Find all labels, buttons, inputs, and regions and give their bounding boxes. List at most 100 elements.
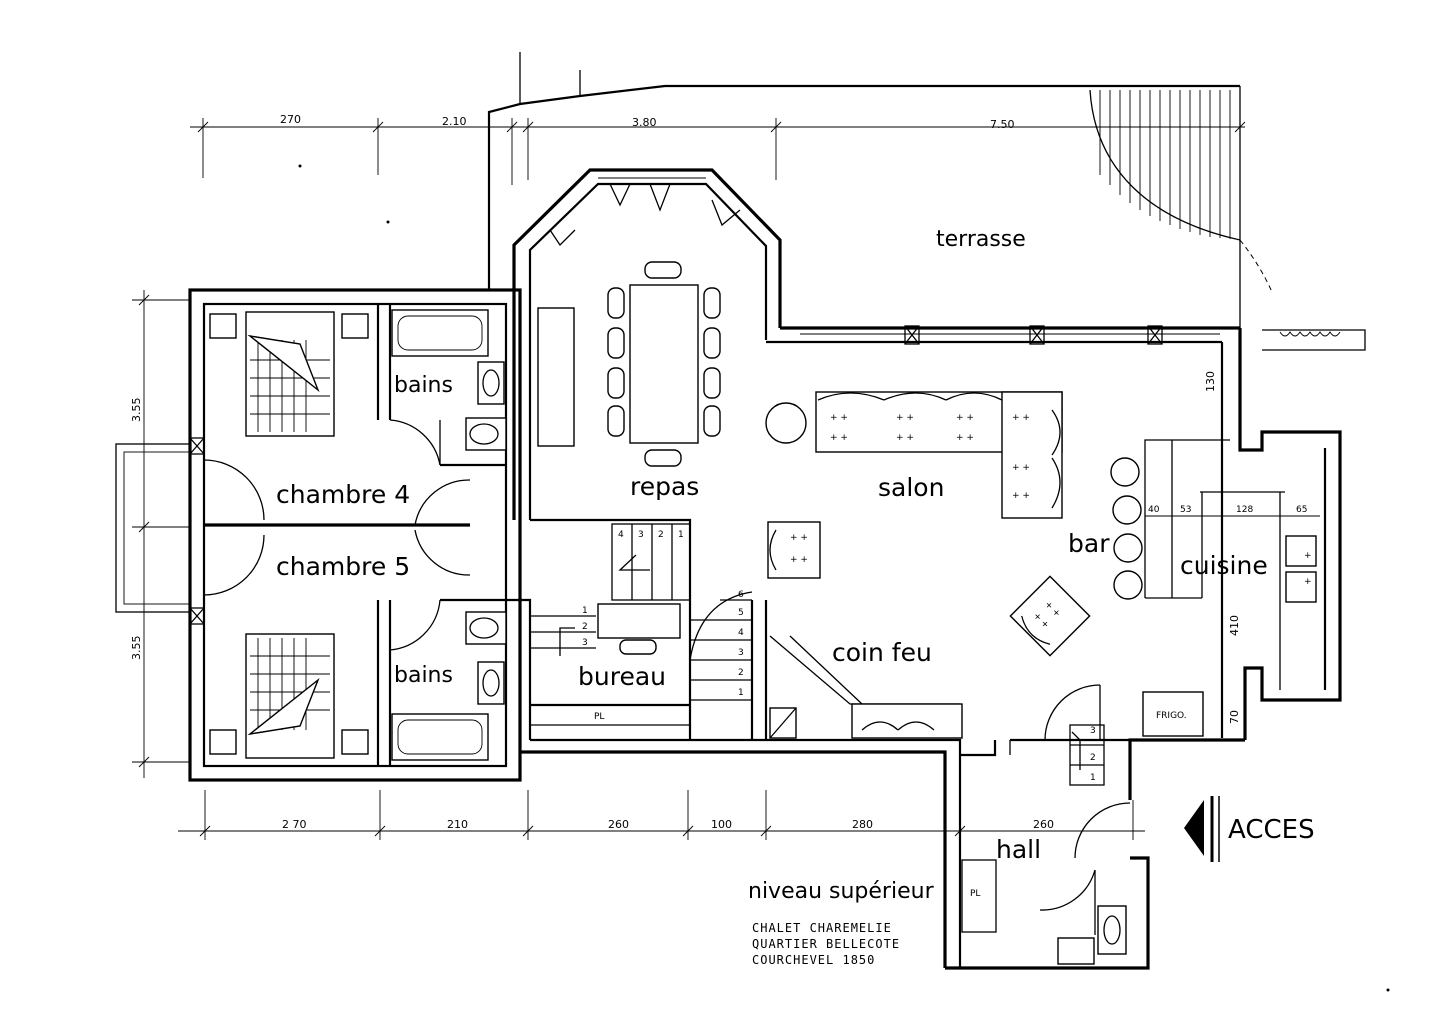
dim-bottom-1: 2 70 [282, 818, 307, 831]
step-main-2: 2 [738, 668, 744, 678]
speck [1386, 988, 1390, 992]
caption-line-2: QUARTIER BELLECOTE [752, 937, 900, 951]
svg-text:+ +: + + [896, 433, 914, 443]
dim-top-2: 2.10 [442, 115, 467, 128]
dim-kitchen-3: 128 [1236, 505, 1253, 515]
step-upper-2: 2 [658, 530, 664, 540]
speck [386, 220, 390, 224]
left-balcony [115, 437, 265, 625]
room-label-bains-top: bains [394, 373, 453, 398]
step-main-1: 1 [738, 688, 744, 698]
step-main-6: 6 [738, 590, 744, 600]
upper-stairs [611, 523, 691, 601]
dim-right-2: 410 [1228, 615, 1241, 636]
step-hall-3: 3 [1090, 726, 1096, 736]
svg-text:+ +: + + [790, 555, 808, 565]
svg-text:+ +: + + [896, 413, 914, 423]
svg-text:+ +: + + [790, 533, 808, 543]
bathroom-top-fixtures [391, 309, 507, 451]
svg-text:+ +: + + [1012, 463, 1030, 473]
frigo-label: FRIGO. [1156, 711, 1187, 721]
step-main-4: 4 [738, 628, 744, 638]
dim-top-3: 3.80 [632, 116, 657, 129]
hall-stairs [1069, 724, 1105, 786]
fireplace [769, 635, 963, 739]
dim-top-4: 7.50 [990, 118, 1015, 131]
speck [298, 164, 302, 168]
pl-label-bureau: PL [594, 712, 604, 722]
access-label: ACCES [1228, 815, 1315, 845]
step-main-5: 5 [738, 608, 744, 618]
step-bureau-2: 2 [582, 622, 588, 632]
armchair-angled: + + + + [1009, 575, 1091, 657]
access-arrow-icon [1184, 796, 1220, 862]
room-label-bains-bottom: bains [394, 663, 453, 688]
bay-windows [549, 177, 741, 247]
dim-right-3: 70 [1228, 710, 1241, 724]
armchair: + + + + [767, 521, 821, 579]
room-label-bureau: bureau [578, 662, 666, 691]
svg-text:+ +: + + [830, 413, 848, 423]
salon-sofa: + + + + + + + + + + + + + + + + + + [765, 391, 1063, 519]
step-bureau-1: 1 [582, 606, 588, 616]
room-label-coin-feu: coin feu [832, 638, 932, 667]
level-title: niveau supérieur [748, 879, 935, 904]
bar-stools [1110, 457, 1143, 600]
dim-left-1: 3.55 [130, 398, 143, 423]
room-label-chambre5: chambre 5 [276, 552, 410, 581]
room-label-hall: hall [996, 835, 1041, 864]
step-hall-2: 2 [1090, 753, 1096, 763]
caption-line-1: CHALET CHAREMELIE [752, 921, 892, 935]
bathroom-bottom-fixtures [391, 611, 507, 761]
step-upper-4: 4 [618, 530, 624, 540]
pl-label-hall: PL [970, 889, 980, 899]
dining-table [537, 261, 721, 467]
exterior-walls [188, 168, 1342, 970]
step-bureau-3: 3 [582, 638, 588, 648]
dim-top-1: 270 [280, 113, 301, 126]
facade-windows [800, 325, 1220, 345]
dim-bottom-2: 210 [447, 818, 468, 831]
svg-text:+: + [1304, 577, 1312, 587]
step-main-3: 3 [738, 648, 744, 658]
dim-left-2: 3.55 [130, 636, 143, 661]
room-label-cuisine: cuisine [1180, 551, 1268, 580]
dimension-lines-left [132, 290, 190, 778]
caption-line-3: COURCHEVEL 1850 [752, 953, 875, 967]
svg-text:+ +: + + [956, 433, 974, 443]
dim-bottom-3: 260 [608, 818, 629, 831]
svg-text:+: + [1304, 551, 1312, 561]
dim-kitchen-4: 65 [1296, 505, 1307, 515]
svg-text:+ +: + + [830, 433, 848, 443]
dim-right-1: 130 [1204, 371, 1217, 392]
dimension-lines-bottom [178, 790, 1145, 840]
door-swings [389, 419, 1131, 935]
main-stairs [689, 591, 753, 701]
svg-text:+ +: + + [956, 413, 974, 423]
step-upper-1: 1 [678, 530, 684, 540]
bureau-side-stairs [530, 615, 596, 656]
interior-walls [204, 304, 768, 766]
dim-kitchen-1: 40 [1148, 505, 1160, 515]
kitchen-counters: + + [1142, 439, 1320, 737]
terrace-boundary [487, 52, 1366, 351]
room-label-repas: repas [630, 472, 699, 501]
hall-fixtures [961, 859, 1127, 965]
bed-chambre5 [209, 633, 369, 759]
step-hall-1: 1 [1090, 773, 1096, 783]
step-upper-3: 3 [638, 530, 644, 540]
bureau-desk [530, 603, 690, 726]
dim-bottom-5: 280 [852, 818, 873, 831]
room-label-salon: salon [878, 473, 944, 502]
bed-chambre4 [209, 311, 369, 437]
dim-bottom-4: 100 [711, 818, 732, 831]
dim-bottom-6: 260 [1033, 818, 1054, 831]
room-label-chambre4: chambre 4 [276, 480, 410, 509]
svg-text:+ +: + + [1012, 491, 1030, 501]
room-label-terrasse: terrasse [936, 227, 1026, 252]
stair-hatch [1099, 90, 1231, 239]
svg-text:+ +: + + [1012, 413, 1030, 423]
dim-kitchen-2: 53 [1180, 505, 1191, 515]
room-label-bar: bar [1068, 529, 1110, 558]
